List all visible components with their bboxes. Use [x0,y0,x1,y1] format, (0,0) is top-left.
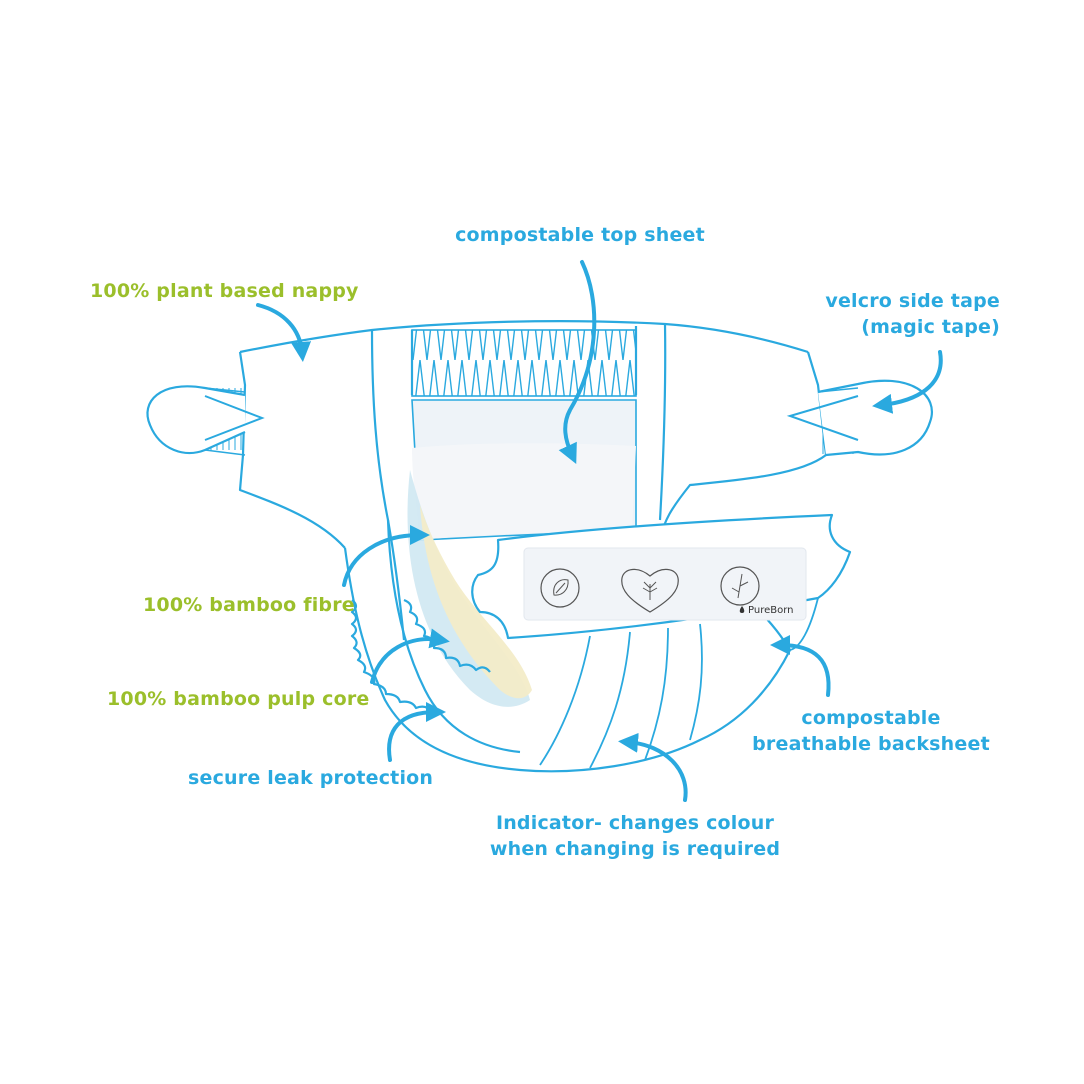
label-bamboo-pulp-core: 100% bamboo pulp core [107,686,369,712]
arrow-top-sheet [558,260,597,465]
arrow-bamboo-fibre [342,525,430,587]
label-text-line2: when changing is required [489,838,781,860]
label-text-line1: velcro side tape [825,290,1000,312]
tree-heart-stamp-icon [621,568,679,613]
label-velcro-side-tape: velcro side tape (magic tape) [800,288,1000,340]
front-waist-panel: PureBorn [471,513,852,640]
pureborn-brand: PureBorn [739,605,794,616]
bamboo-core-layers [407,470,532,707]
bamboo-stamp-icon [720,566,760,606]
label-bamboo-fibre: 100% bamboo fibre [143,592,355,618]
arrow-leak [387,702,446,762]
label-text: 100% plant based nappy [90,280,359,302]
label-text-line1: Indicator- changes colour [495,812,775,834]
leaf-stamp-icon [540,568,580,608]
arrow-plant-based [256,303,312,362]
droplet-icon [739,606,745,613]
label-text-line2: (magic tape) [861,316,1000,338]
right-velcro-tape [786,379,933,457]
elastic-waistband [411,329,637,397]
label-text-line1: compostable [801,707,941,729]
label-text: compostable top sheet [455,224,705,246]
arrow-indicator [618,732,688,802]
label-breathable-backsheet: compostable breathable backsheet [740,705,1002,757]
arrow-velcro [872,350,943,414]
label-text: secure leak protection [188,767,434,789]
label-text: 100% bamboo pulp core [107,688,370,710]
label-plant-based-nappy: 100% plant based nappy [90,278,359,304]
label-text: 100% bamboo fibre [143,594,355,616]
label-secure-leak-protection: secure leak protection [188,765,433,791]
compostable-top-sheet [411,399,637,541]
label-wetness-indicator: Indicator- changes colour when changing … [470,810,800,862]
arrow-backsheet [770,635,831,697]
brand-name: PureBorn [748,605,794,616]
arrow-bamboo-pulp [370,628,450,684]
label-compostable-top-sheet: compostable top sheet [380,222,780,248]
callout-arrows [256,260,943,802]
label-text-line2: breathable backsheet [752,733,990,755]
left-velcro-tape [146,385,265,456]
